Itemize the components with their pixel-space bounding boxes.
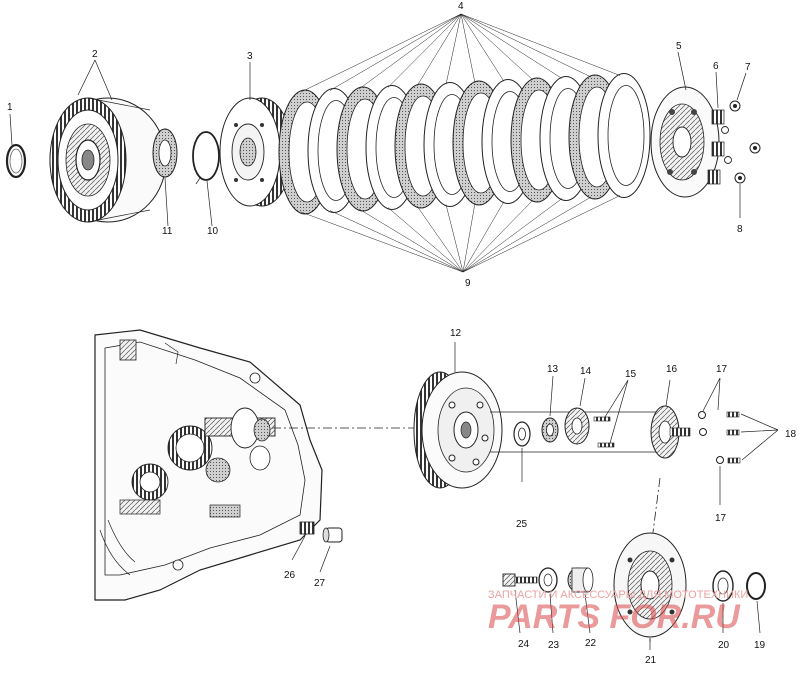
label-21: 21	[645, 655, 657, 666]
part-5-pressure-plate	[650, 86, 720, 198]
leader-line-4	[460, 13, 563, 79]
part-24-bolt	[502, 573, 538, 587]
steel-plate	[597, 73, 651, 198]
leader-line-9	[445, 204, 464, 273]
leader-lines-lower	[514, 589, 761, 650]
leader-line-9	[462, 195, 621, 273]
label-7: 7	[745, 62, 751, 73]
label-4: 4	[458, 1, 464, 12]
label-27: 27	[314, 578, 326, 589]
leader-line-9	[358, 208, 464, 273]
part-15-screws	[593, 379, 629, 448]
label-6: 6	[713, 61, 719, 72]
label-19: 19	[754, 640, 766, 651]
leader-line-4	[460, 13, 621, 76]
part-21-drive-disc	[613, 532, 687, 642]
label-15: 15	[625, 369, 637, 380]
leader-line-9	[329, 210, 464, 273]
part-17-18-washers-bolts	[698, 377, 779, 505]
leader-line-9	[462, 199, 534, 273]
label-1: 1	[7, 102, 13, 113]
leader-line-4	[387, 13, 462, 88]
label-11: 11	[162, 226, 173, 237]
clutch-plate-stack	[278, 73, 651, 215]
part-10-retaining-ring	[192, 131, 220, 185]
leader-line-4	[460, 13, 592, 78]
label-2: 2	[92, 49, 98, 60]
leader-line-9	[462, 196, 592, 273]
label-17-top: 17	[716, 364, 728, 375]
leader-line-4	[358, 13, 462, 90]
part-7-8-bolts	[721, 100, 761, 184]
label-10: 10	[207, 226, 219, 237]
label-3: 3	[247, 51, 253, 62]
label-17-bottom: 17	[715, 513, 727, 524]
part-6-clutch-springs	[707, 109, 725, 185]
leader-line-4	[445, 13, 462, 85]
leader-line-4	[300, 13, 462, 93]
part-13-bushing	[541, 375, 559, 443]
leader-line-9	[416, 205, 464, 273]
part-12-clutch-drum	[413, 342, 503, 489]
callout-labels: 4 1 2 3 5 6 7 8 9 10 11 12 13 14 15 16 1…	[7, 1, 797, 666]
label-24: 24	[518, 639, 530, 650]
leader-fan-part-9	[300, 195, 621, 273]
engine-case-cutaway	[94, 329, 323, 601]
leader-line-9	[462, 202, 476, 273]
leader-line-4	[460, 13, 505, 82]
label-16: 16	[666, 364, 678, 375]
part-22-spacer	[567, 567, 594, 593]
part-26-drain-plug	[291, 521, 315, 561]
part-2-clutch-basket	[49, 97, 167, 223]
label-26: 26	[284, 570, 296, 581]
leader-line-9	[462, 198, 563, 273]
label-25: 25	[516, 519, 528, 530]
leader-line-4	[416, 13, 462, 87]
part-25-washer	[513, 421, 531, 482]
part-23-washer	[538, 567, 558, 593]
watermark-tagline: ЗАПЧАСТИ И АКСЕССУАРЫ ДЛЯ МОТОТЕХНИКИ	[488, 589, 748, 601]
label-20: 20	[718, 640, 730, 651]
leader-line-9	[387, 207, 464, 273]
part-19-circlip	[746, 572, 766, 600]
label-13: 13	[547, 364, 559, 375]
label-9: 9	[465, 278, 471, 289]
centre-line-lower	[651, 477, 661, 541]
label-18: 18	[785, 429, 797, 440]
label-8: 8	[737, 224, 743, 235]
leader-line-4	[460, 13, 476, 84]
leader-line-4	[460, 13, 534, 81]
label-5: 5	[676, 41, 682, 52]
part-20-spacer	[712, 570, 734, 602]
part-11-bearing	[152, 128, 178, 178]
label-12: 12	[450, 328, 462, 339]
watermark-logo: ЗАПЧАСТИ И АКСЕССУАРЫ ДЛЯ МОТОТЕХНИКИ PA…	[488, 589, 748, 636]
watermark-brand: PARTS FOR.RU	[488, 598, 741, 636]
leader-lines-upper	[9, 51, 747, 227]
part-14-thrust-plate	[564, 377, 590, 445]
leader-fan-part-4	[300, 13, 621, 93]
part-27-cap	[319, 527, 343, 573]
part-1-snap-ring	[5, 143, 27, 179]
label-23: 23	[548, 640, 560, 651]
leader-line-4	[329, 13, 462, 91]
leader-line-9	[300, 211, 464, 273]
label-22: 22	[585, 638, 597, 649]
part-16-pressure-disc	[650, 379, 691, 459]
label-14: 14	[580, 366, 592, 377]
part-3-clutch-hub	[219, 97, 293, 207]
leader-line-9	[462, 201, 505, 273]
